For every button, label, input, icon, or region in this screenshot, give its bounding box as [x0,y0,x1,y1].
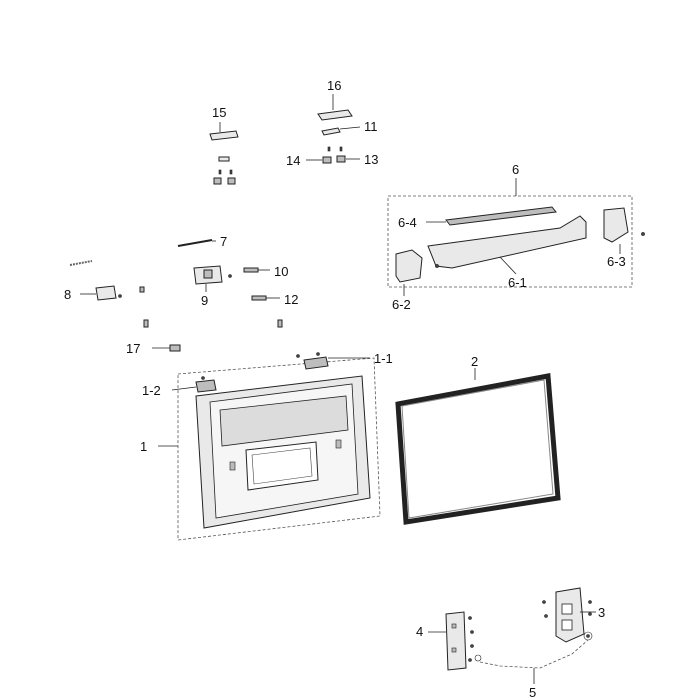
label-16: 16 [327,78,341,93]
part-4-hinge [428,611,474,671]
part-6-2-endcap [395,249,423,283]
part-13-holder [336,146,360,163]
part-11-bar [321,126,361,136]
part-3-hinge [542,587,596,643]
label-13: 13 [364,152,378,167]
part-8-bracket [80,285,145,301]
label-14: 14 [286,153,300,168]
part-10-pin [243,267,270,273]
label-1: 1 [140,439,147,454]
part-17-plug [152,344,181,352]
label-11: 11 [364,119,378,134]
part-14-holder [306,146,332,164]
label-17: 17 [126,341,140,356]
part-5-pins [474,639,589,684]
part-16-cap [317,94,353,121]
label-15: 15 [212,105,226,120]
label-8: 8 [64,287,71,302]
part-15-cap [209,122,239,185]
label-7: 7 [220,234,227,249]
part-2-gasket [395,368,561,525]
label-2: 2 [471,354,478,369]
label-9: 9 [201,293,208,308]
part-1-door-assembly [158,352,381,541]
label-6-1: 6-1 [508,275,527,290]
label-6-4: 6-4 [398,215,417,230]
label-1-1: 1-1 [374,351,393,366]
part-6-3-endcap [603,207,629,243]
label-1-2: 1-2 [142,383,161,398]
label-6-3: 6-3 [607,254,626,269]
part-7-rod [69,239,216,266]
label-12: 12 [284,292,298,307]
label-5: 5 [529,685,536,700]
part-12-pin [143,295,283,328]
part-6-bin-assembly [387,178,645,296]
part-6-4-rail [445,206,557,226]
part-9-hinge [193,265,232,292]
label-10: 10 [274,264,288,279]
part-1-2-bracket [195,379,217,393]
label-4: 4 [416,624,423,639]
label-6: 6 [512,162,519,177]
label-6-2: 6-2 [392,297,411,312]
label-3: 3 [598,605,605,620]
part-1-1-bracket [303,356,329,370]
